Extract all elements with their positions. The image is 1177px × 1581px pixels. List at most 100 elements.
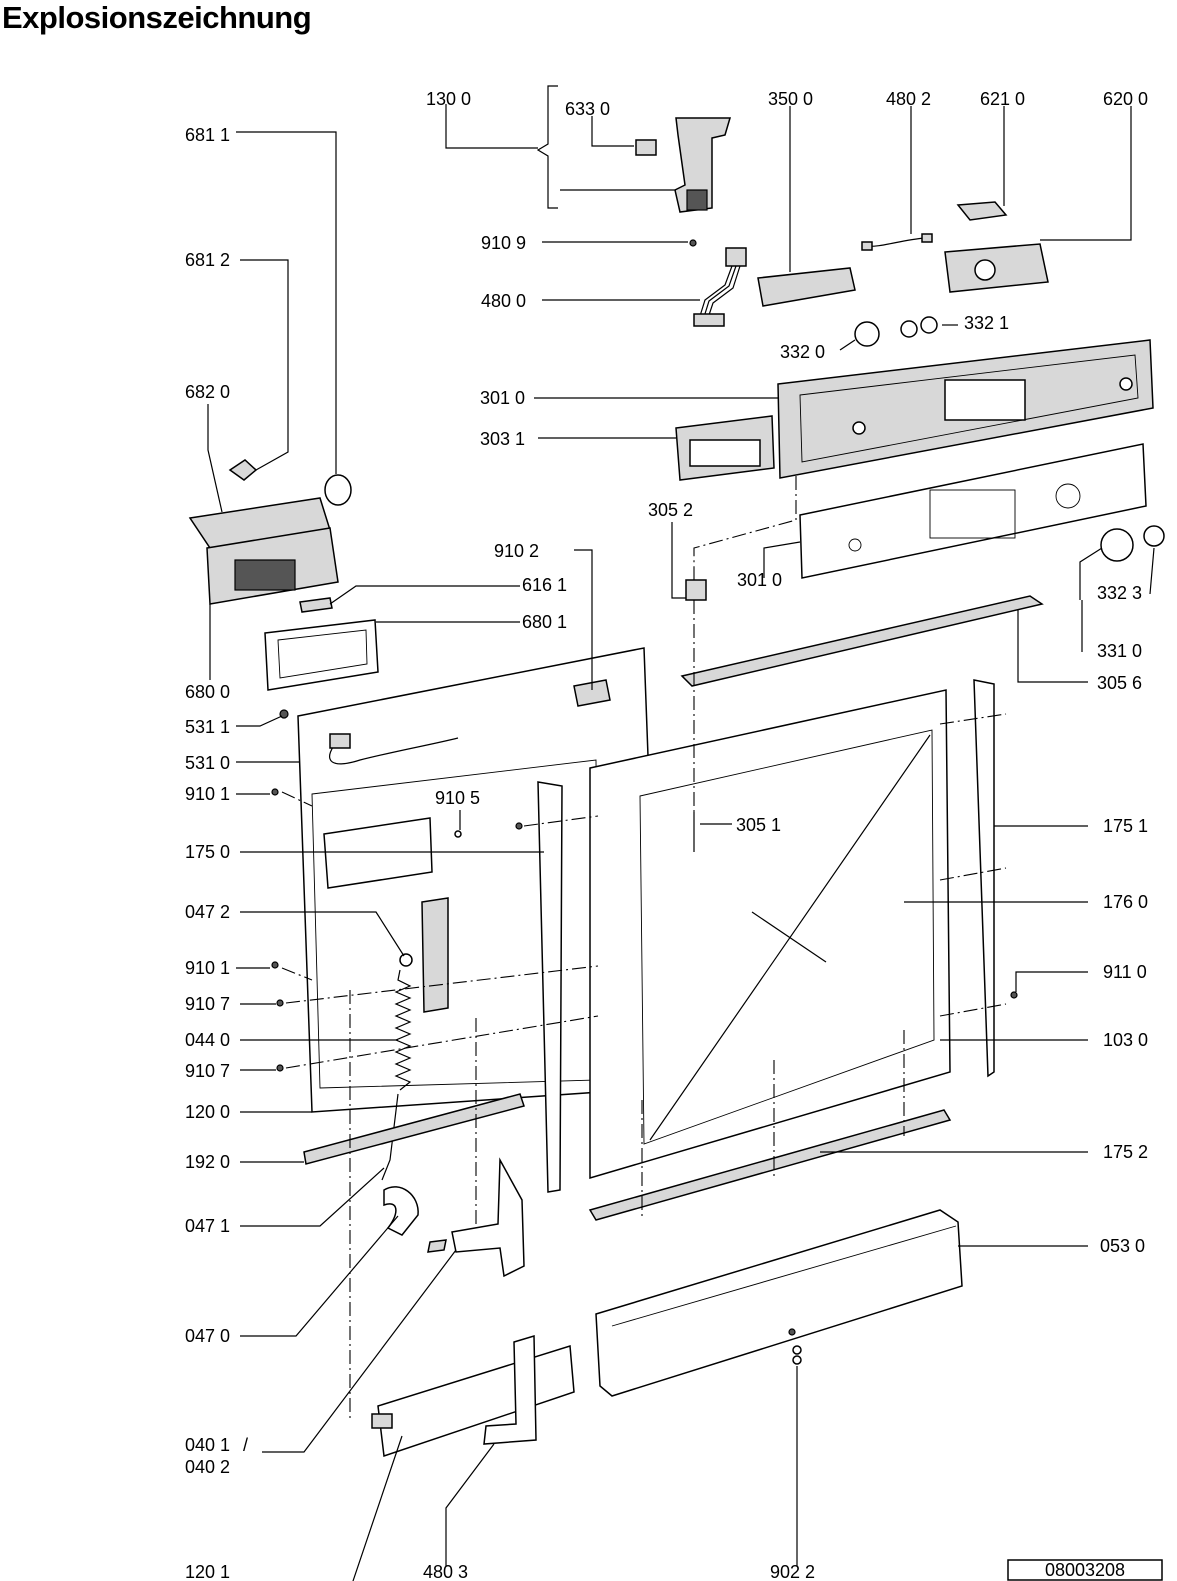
drawing-number-frame xyxy=(1007,1559,1163,1581)
part-labels: 130 0 633 0 350 0 480 2 621 0 620 0 681 … xyxy=(185,89,1148,1581)
part-circuit-board xyxy=(757,267,856,307)
leader-6330 xyxy=(591,116,634,147)
part-bottom-panel-tab xyxy=(371,1413,393,1429)
part-screw-side xyxy=(515,822,523,830)
leader-0472 xyxy=(240,911,405,957)
part-gasket-6801 xyxy=(264,619,379,691)
assembly-line-panel xyxy=(693,476,797,580)
label-3321: 332 1 xyxy=(964,313,1009,333)
label-6800: 680 0 xyxy=(185,682,230,702)
part-switch-5310 xyxy=(329,733,351,749)
leader-0470 xyxy=(240,1215,399,1337)
part-cable-small xyxy=(864,237,926,247)
part-side-strip-1751 xyxy=(973,679,995,1078)
part-small-module xyxy=(956,201,1008,221)
part-bracket-3052 xyxy=(685,579,707,601)
label-0401: 040 1 xyxy=(185,1435,230,1455)
label-1760: 176 0 xyxy=(1103,892,1148,912)
label-3323: 332 3 xyxy=(1097,583,1142,603)
part-door-handle-grip xyxy=(689,439,761,467)
label-0440: 044 0 xyxy=(185,1030,230,1050)
part-screw-9022a xyxy=(792,1345,802,1355)
label-0470: 047 0 xyxy=(185,1326,230,1346)
part-screw-9022-hole xyxy=(788,1328,796,1336)
part-screw-9109 xyxy=(689,239,697,247)
label-6811: 681 1 xyxy=(185,125,230,145)
leader-5311 xyxy=(236,715,283,727)
leader-0401 xyxy=(262,1249,457,1453)
label-3056: 305 6 xyxy=(1097,673,1142,693)
label-3320: 332 0 xyxy=(780,342,825,362)
leader-6820 xyxy=(207,404,223,513)
assembly-line-side xyxy=(523,815,599,827)
leader-9102 xyxy=(574,549,593,690)
assembly-line-9107b xyxy=(285,1015,599,1069)
bracket-1300 xyxy=(536,85,558,209)
part-timer-dial xyxy=(974,259,996,281)
label-4800: 480 0 xyxy=(481,291,526,311)
leader-6811 xyxy=(236,131,337,474)
part-control-panel-rear-face xyxy=(799,354,1139,463)
label-6210: 621 0 xyxy=(980,89,1025,109)
label-9105: 910 5 xyxy=(435,788,480,808)
label-1751: 175 1 xyxy=(1103,816,1148,836)
label-1920: 192 0 xyxy=(185,1152,230,1172)
part-wire-harness xyxy=(699,265,741,319)
part-screw-9101b xyxy=(271,961,279,969)
label-4803: 480 3 xyxy=(423,1562,468,1581)
part-screw-9107b xyxy=(276,1064,284,1072)
leader-3056 xyxy=(1017,610,1088,683)
part-bottom-profile xyxy=(595,1209,963,1397)
label-1201: 120 1 xyxy=(185,1562,230,1581)
part-cable-plug-right xyxy=(921,233,933,243)
label-9107b: 910 7 xyxy=(185,1061,230,1081)
assembly-line-9107a xyxy=(285,965,599,1004)
part-clip-6161 xyxy=(299,597,333,613)
part-spring-cable xyxy=(381,1093,399,1181)
label-6820: 682 0 xyxy=(185,382,230,402)
part-spring-hook xyxy=(399,953,413,967)
page-title: Explosionszeichnung xyxy=(2,0,312,35)
label-3051: 305 1 xyxy=(736,815,781,835)
assembly-line-bottom-strip xyxy=(641,1030,905,1216)
leader-1201 xyxy=(352,1435,403,1581)
label-3010-front: 301 0 xyxy=(737,570,782,590)
label-9109: 910 9 xyxy=(481,233,526,253)
assembly-line-right-top xyxy=(939,713,1007,725)
part-screw-9110 xyxy=(1010,991,1018,999)
part-bottom-profile-edge xyxy=(611,1225,957,1327)
assembly-line-9101b xyxy=(281,967,313,981)
label-1200: 120 0 xyxy=(185,1102,230,1122)
label-1030: 103 0 xyxy=(1103,1030,1148,1050)
assembly-lines xyxy=(281,476,1007,1418)
label-3052: 305 2 xyxy=(648,500,693,520)
part-fascia-knob-small xyxy=(848,538,862,552)
label-6801: 680 1 xyxy=(522,612,567,632)
part-gasket-6801-inner xyxy=(277,629,368,679)
parts-drawing xyxy=(188,117,1165,1458)
part-outer-door-frame xyxy=(639,729,935,1145)
part-fascia-knob xyxy=(1055,483,1081,509)
leader-4803 xyxy=(445,1443,495,1566)
label-4802: 480 2 xyxy=(886,89,931,109)
leader-3010-front xyxy=(763,541,801,578)
part-hinge-lever xyxy=(383,1186,419,1236)
drawing-number: 08003208 xyxy=(1045,1560,1125,1580)
label-9110: 911 0 xyxy=(1103,962,1147,982)
assembly-line-9101a xyxy=(281,791,313,807)
assembly-line-right-bot xyxy=(939,1003,1007,1017)
leader-1300 xyxy=(445,104,538,149)
part-bottom-strip-1920 xyxy=(303,1093,525,1165)
part-screw-9107a xyxy=(276,999,284,1007)
label-9107a: 910 7 xyxy=(185,994,230,1014)
part-bracket-9102 xyxy=(573,679,611,707)
drawing-number-box: 08003208 xyxy=(1007,1559,1163,1581)
leader-6812 xyxy=(240,259,289,471)
part-knob-3321a xyxy=(900,320,918,338)
label-9101b: 910 1 xyxy=(185,958,230,978)
label-3031: 303 1 xyxy=(480,429,525,449)
leader-3323 xyxy=(1149,547,1155,595)
part-panel-knob-right xyxy=(1119,377,1133,391)
part-knob-3323 xyxy=(1143,525,1165,547)
part-door-reflection xyxy=(649,734,931,1141)
